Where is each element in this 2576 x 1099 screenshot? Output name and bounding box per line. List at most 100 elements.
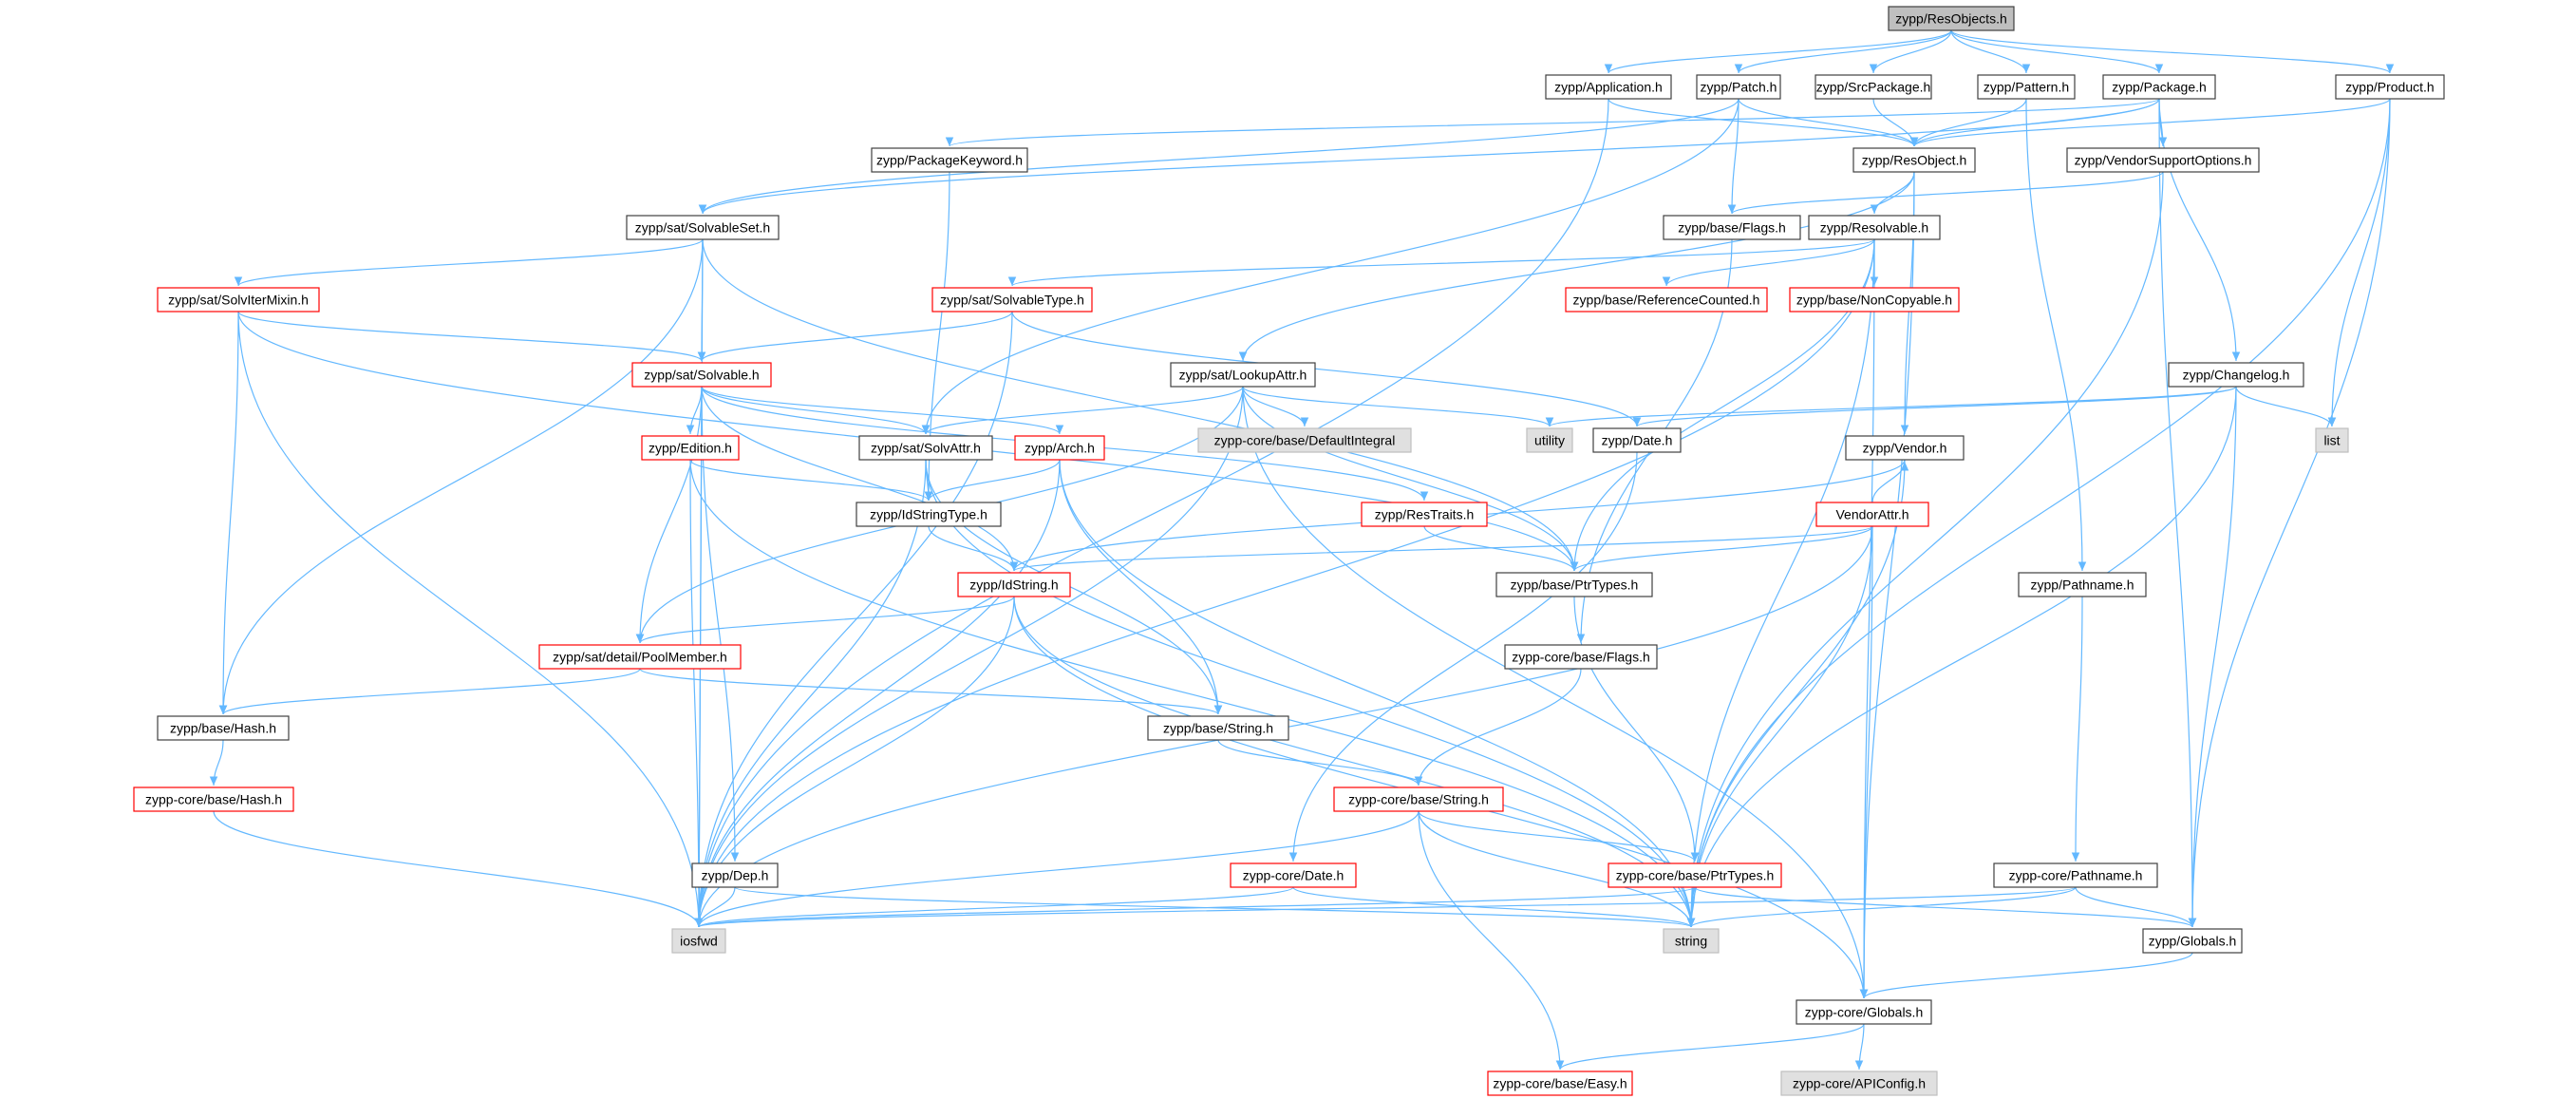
node-label-basehash: zypp/base/Hash.h (170, 721, 276, 736)
edge-coreptrtypes-to-globals (1694, 886, 2197, 928)
node-utility[interactable]: utility (1526, 427, 1573, 453)
edge-edition-to-string (689, 459, 1696, 928)
node-vendorsupport[interactable]: zypp/VendorSupportOptions.h (2066, 147, 2260, 173)
edge-vendorsupport-to-baseflags (1727, 171, 2164, 215)
node-corestring[interactable]: zypp-core/base/String.h (1333, 786, 1504, 812)
node-coredate[interactable]: zypp-core/Date.h (1230, 862, 1357, 888)
node-resobjects[interactable]: zypp/ResObjects.h (1888, 6, 2015, 31)
node-easy[interactable]: zypp-core/base/Easy.h (1487, 1071, 1633, 1096)
node-ptrtypes[interactable]: zypp/base/PtrTypes.h (1495, 572, 1653, 597)
edge-resolvable-to-solvabletype (1008, 238, 1875, 287)
node-noncopyable[interactable]: zypp/base/NonCopyable.h (1789, 287, 1960, 313)
node-pattern[interactable]: zypp/Pattern.h (1977, 74, 2076, 100)
node-box-baseflags (1663, 215, 1801, 240)
node-package[interactable]: zypp/Package.h (2102, 74, 2216, 100)
edge-coreglobals-to-easy (1555, 1023, 1865, 1071)
node-apiconfig[interactable]: zypp-core/APIConfig.h (1780, 1071, 1938, 1096)
node-resobject[interactable]: zypp/ResObject.h (1852, 147, 1976, 173)
node-list[interactable]: list (2315, 427, 2349, 453)
node-label-easy: zypp-core/base/Easy.h (1493, 1076, 1626, 1091)
node-srcpackage[interactable]: zypp/SrcPackage.h (1814, 74, 1932, 100)
node-idstringtype[interactable]: zypp/IdStringType.h (856, 502, 1002, 527)
edge-patch-to-solvableset (698, 98, 1739, 215)
node-label-package: zypp/Package.h (2112, 80, 2207, 95)
edge-vendorattr-to-idstring (1010, 525, 1873, 572)
node-changelog[interactable]: zypp/Changelog.h (2168, 362, 2304, 388)
edge-poolmember-to-basehash (218, 668, 641, 715)
node-basehash[interactable]: zypp/base/Hash.h (157, 715, 290, 741)
node-basestring[interactable]: zypp/base/String.h (1147, 715, 1289, 741)
node-solvableset[interactable]: zypp/sat/SolvableSet.h (626, 215, 780, 240)
edge-solvattr-to-iosfwd (694, 459, 927, 928)
node-vendorattr[interactable]: VendorAttr.h (1815, 502, 1929, 527)
edge-arch-to-basestring (1059, 459, 1223, 715)
node-refcounted[interactable]: zypp/base/ReferenceCounted.h (1565, 287, 1768, 313)
edge-solvabletype-to-solvable (697, 311, 1013, 362)
node-label-poolmember: zypp/sat/detail/PoolMember.h (553, 650, 727, 665)
node-packagekeyword[interactable]: zypp/PackageKeyword.h (871, 147, 1028, 173)
node-string[interactable]: string (1663, 928, 1720, 954)
node-box-solvableset (626, 215, 780, 240)
node-coreptrtypes[interactable]: zypp-core/base/PtrTypes.h (1608, 862, 1782, 888)
node-poolmember[interactable]: zypp/sat/detail/PoolMember.h (538, 644, 742, 670)
node-resolvable[interactable]: zypp/Resolvable.h (1808, 215, 1941, 240)
node-box-patch (1696, 74, 1781, 100)
node-label-globals: zypp/Globals.h (2149, 934, 2237, 949)
node-solvable[interactable]: zypp/sat/Solvable.h (631, 362, 772, 388)
edge-solvitermixin-to-iosfwd (237, 311, 704, 928)
node-box-restraits (1361, 502, 1488, 527)
edge-product-to-string (1686, 98, 2391, 928)
edge-application-to-iosfwd (694, 98, 1609, 928)
node-idstring[interactable]: zypp/IdString.h (957, 572, 1071, 597)
node-label-application: zypp/Application.h (1554, 80, 1663, 95)
edge-edition-to-iosfwd (689, 459, 704, 928)
node-label-solvable: zypp/sat/Solvable.h (644, 368, 759, 383)
edge-vendorsupport-to-string (1686, 171, 2164, 928)
edge-corepathname-to-string (1686, 886, 2077, 928)
node-pathname[interactable]: zypp/Pathname.h (2018, 572, 2147, 597)
edge-resolvable-to-coreglobals (1859, 238, 1875, 999)
node-defaultintegral[interactable]: zypp-core/base/DefaultIntegral (1197, 427, 1412, 453)
edge-changelog-to-globals (2188, 386, 2237, 928)
edge-package-to-solvableset (698, 98, 2160, 215)
edge-coreflags-to-corestring (1414, 668, 1582, 786)
edge-patch-to-baseflags (1727, 98, 1739, 215)
node-product[interactable]: zypp/Product.h (2335, 74, 2445, 100)
edge-changelog-to-utility (1546, 386, 2237, 427)
node-box-noncopyable (1789, 287, 1960, 313)
node-vendor[interactable]: zypp/Vendor.h (1845, 435, 1965, 461)
node-coreflags[interactable]: zypp-core/base/Flags.h (1504, 644, 1658, 670)
node-lookupattr[interactable]: zypp/sat/LookupAttr.h (1170, 362, 1316, 388)
node-solvabletype[interactable]: zypp/sat/SolvableType.h (931, 287, 1093, 313)
edge-solvable-to-poolmember (635, 386, 703, 644)
edge-vendorattr-to-ptrtypes (1570, 525, 1873, 572)
node-iosfwd[interactable]: iosfwd (671, 928, 726, 954)
node-globals[interactable]: zypp/Globals.h (2142, 928, 2243, 954)
node-solvitermixin[interactable]: zypp/sat/SolvIterMixin.h (157, 287, 320, 313)
node-solvattr[interactable]: zypp/sat/SolvAttr.h (858, 435, 993, 461)
node-box-solvattr (858, 435, 993, 461)
node-box-coreglobals (1796, 999, 1932, 1025)
node-label-packagekeyword: zypp/PackageKeyword.h (876, 153, 1023, 168)
node-label-list: list (2323, 433, 2340, 448)
edge-corepathname-to-globals (2075, 886, 2197, 928)
node-dep[interactable]: zypp/Dep.h (691, 862, 779, 888)
node-corepathname[interactable]: zypp-core/Pathname.h (1993, 862, 2158, 888)
node-date[interactable]: zypp/Date.h (1592, 427, 1682, 453)
node-box-globals (2142, 928, 2243, 954)
edge-coredate-to-iosfwd (695, 886, 1294, 928)
node-arch[interactable]: zypp/Arch.h (1014, 435, 1105, 461)
edge-solvabletype-to-date (1011, 311, 1642, 427)
node-coreglobals[interactable]: zypp-core/Globals.h (1796, 999, 1932, 1025)
edge-resobject-to-coreglobals (1859, 171, 1915, 999)
node-patch[interactable]: zypp/Patch.h (1696, 74, 1781, 100)
node-application[interactable]: zypp/Application.h (1545, 74, 1672, 100)
node-box-package (2102, 74, 2216, 100)
node-label-corepathname: zypp-core/Pathname.h (2009, 868, 2143, 883)
node-baseflags[interactable]: zypp/base/Flags.h (1663, 215, 1801, 240)
node-edition[interactable]: zypp/Edition.h (641, 435, 740, 461)
node-box-pattern (1977, 74, 2076, 100)
edge-corehash-to-iosfwd (213, 810, 704, 928)
node-corehash[interactable]: zypp-core/base/Hash.h (133, 786, 294, 812)
node-restraits[interactable]: zypp/ResTraits.h (1361, 502, 1488, 527)
